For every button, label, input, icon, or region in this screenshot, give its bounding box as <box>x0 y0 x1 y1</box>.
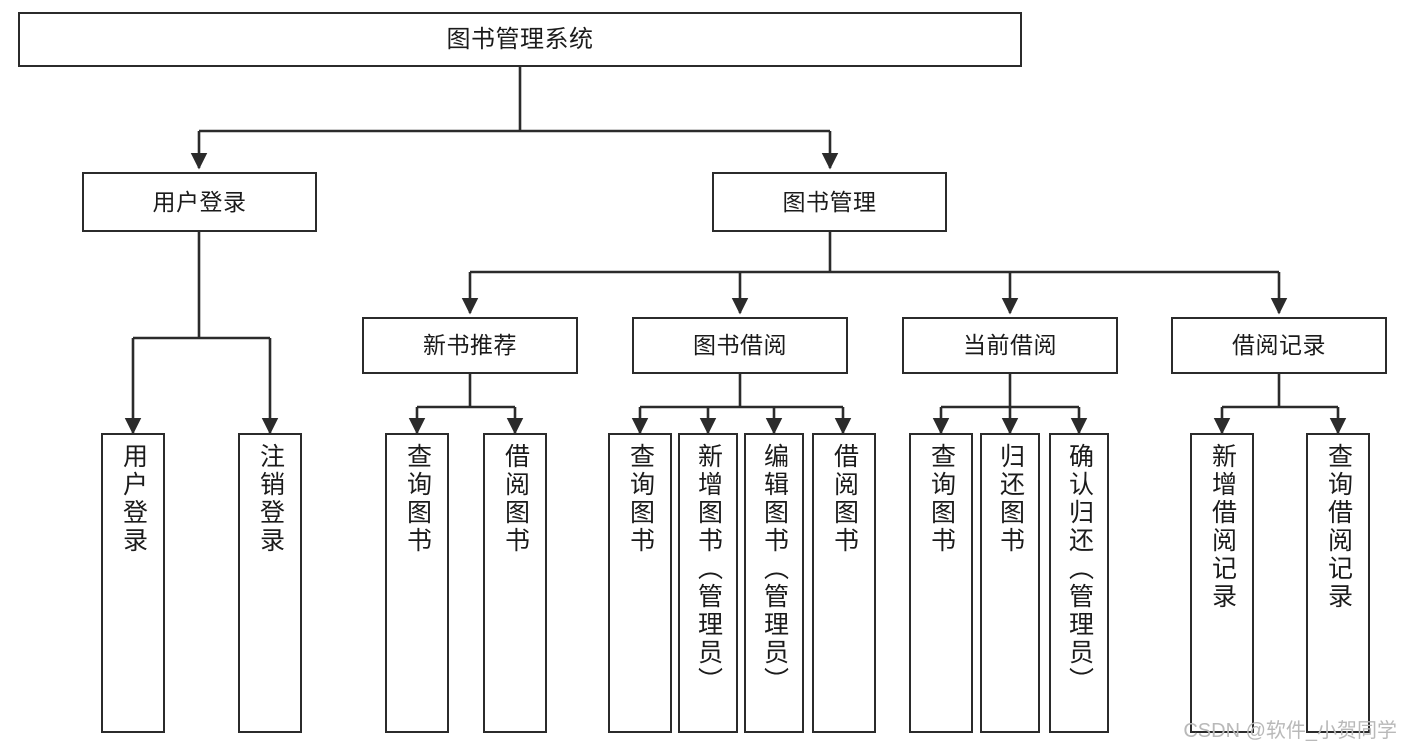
node-label: 借阅记录 <box>1232 332 1326 359</box>
node-leaf-borrow-book-recommend[interactable]: 借阅图书 <box>483 433 547 733</box>
node-leaf-confirm-return-admin[interactable]: 确认归还（管理员） <box>1049 433 1109 733</box>
node-label: 用户登录 <box>119 443 148 555</box>
node-label: 借阅图书 <box>830 443 859 555</box>
node-label: 新增借阅记录 <box>1208 443 1237 611</box>
node-book-borrow[interactable]: 图书借阅 <box>632 317 848 374</box>
node-leaf-edit-book-admin[interactable]: 编辑图书（管理员） <box>744 433 804 733</box>
node-root-book-management-system[interactable]: 图书管理系统 <box>18 12 1022 67</box>
node-label: 图书借阅 <box>693 332 787 359</box>
node-label: 注销登录 <box>256 443 285 555</box>
node-label: 查询图书 <box>626 443 655 555</box>
node-leaf-query-book-recommend[interactable]: 查询图书 <box>385 433 449 733</box>
node-new-book-recommendation[interactable]: 新书推荐 <box>362 317 578 374</box>
node-book-manage[interactable]: 图书管理 <box>712 172 947 232</box>
node-label: 查询图书 <box>403 443 432 555</box>
node-label: 用户登录 <box>152 188 247 215</box>
node-leaf-return-book[interactable]: 归还图书 <box>980 433 1040 733</box>
watermark-csdn: CSDN @软件_小贺同学 <box>1183 720 1397 742</box>
node-label: 图书管理 <box>782 188 877 215</box>
node-label: 归还图书 <box>996 443 1025 555</box>
node-label: 当前借阅 <box>963 332 1057 359</box>
node-current-borrow[interactable]: 当前借阅 <box>902 317 1118 374</box>
node-label: 查询图书 <box>927 443 956 555</box>
node-label: 图书管理系统 <box>446 25 594 53</box>
node-label: 编辑图书（管理员） <box>760 443 789 695</box>
node-borrow-record[interactable]: 借阅记录 <box>1171 317 1387 374</box>
node-label: 借阅图书 <box>501 443 530 555</box>
node-label: 确认归还（管理员） <box>1065 443 1094 695</box>
node-leaf-query-borrow-record[interactable]: 查询借阅记录 <box>1306 433 1370 733</box>
node-leaf-logout[interactable]: 注销登录 <box>238 433 302 733</box>
node-leaf-add-book-admin[interactable]: 新增图书（管理员） <box>678 433 738 733</box>
node-label: 新增图书（管理员） <box>694 443 723 695</box>
node-label: 新书推荐 <box>423 332 517 359</box>
node-leaf-query-book-current[interactable]: 查询图书 <box>909 433 973 733</box>
node-leaf-user-login[interactable]: 用户登录 <box>101 433 165 733</box>
node-label: 查询借阅记录 <box>1324 443 1353 611</box>
node-leaf-add-borrow-record[interactable]: 新增借阅记录 <box>1190 433 1254 733</box>
node-leaf-borrow-book[interactable]: 借阅图书 <box>812 433 876 733</box>
node-leaf-query-book-borrow[interactable]: 查询图书 <box>608 433 672 733</box>
node-user-login[interactable]: 用户登录 <box>82 172 317 232</box>
